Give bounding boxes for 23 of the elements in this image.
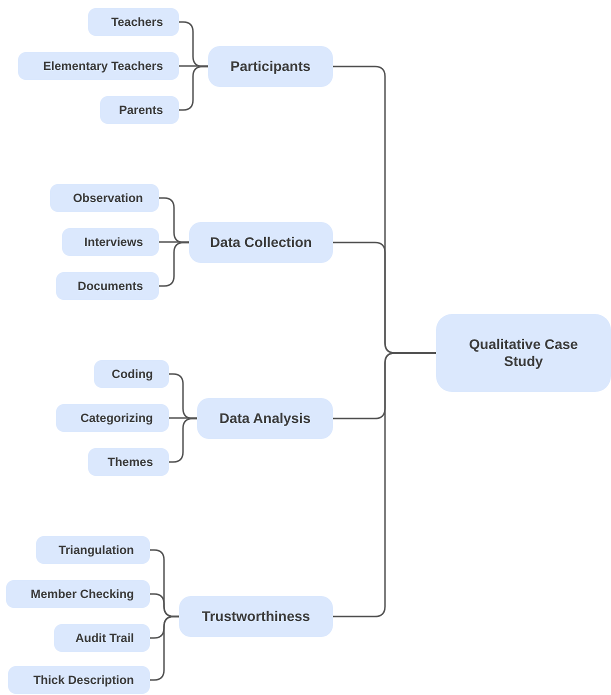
subtopic-box: Interviews (62, 228, 159, 256)
connector-line (159, 241, 189, 243)
connector-line (159, 242, 189, 287)
connector-line (333, 352, 436, 618)
subtopic-box: Documents (56, 272, 159, 300)
topic-box: Participants (208, 46, 333, 87)
subtopic-box: Thick Description (8, 666, 150, 694)
topic-box: Data Collection (189, 222, 333, 263)
subtopic-box: Member Checking (6, 580, 150, 608)
connector-line (179, 65, 208, 67)
connector-line (169, 417, 197, 419)
topic-box: Data Analysis (197, 398, 333, 439)
subtopic-box: Teachers (88, 8, 179, 36)
subtopic-box: Parents (100, 96, 179, 124)
subtopic-box: Coding (94, 360, 169, 388)
topic-box: Trustworthiness (179, 596, 333, 637)
central-topic-box: Qualitative Case Study (436, 314, 611, 392)
subtopic-box: Categorizing (56, 404, 169, 432)
subtopic-box: Elementary Teachers (18, 52, 179, 80)
subtopic-box: Themes (88, 448, 169, 476)
subtopic-box: Audit Trail (54, 624, 150, 652)
subtopic-box: Observation (50, 184, 159, 212)
subtopic-box: Triangulation (36, 536, 150, 564)
